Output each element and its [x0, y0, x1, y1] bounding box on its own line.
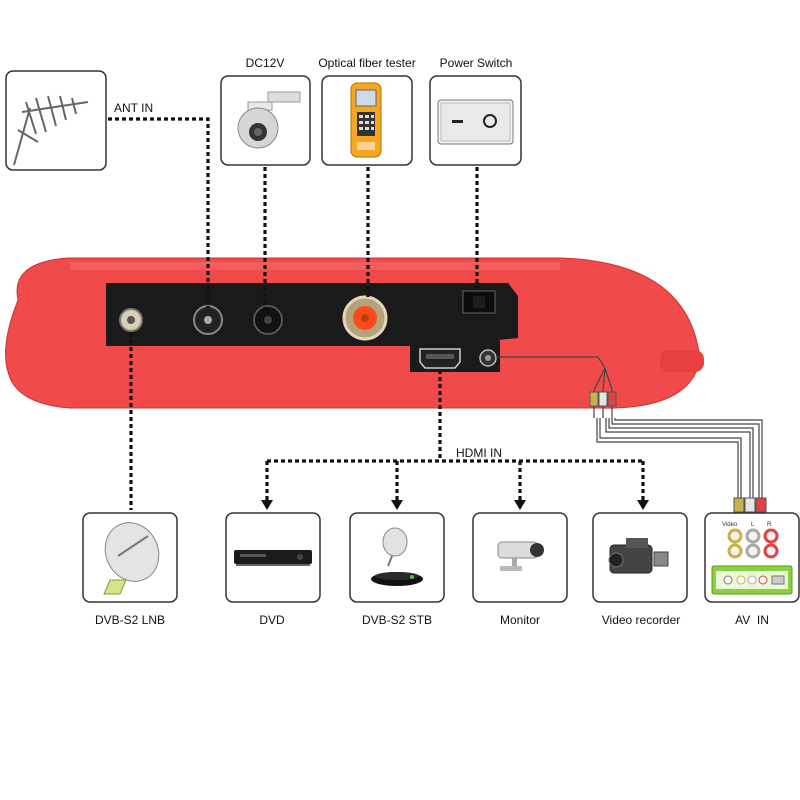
- device-side-tab: [660, 350, 704, 372]
- antenna-label: ANT IN: [114, 101, 153, 115]
- dvb-s2-stb-box: [349, 512, 445, 603]
- dvb-s2-stb-label: DVB-S2 STB: [362, 613, 432, 627]
- camcorder-icon: [608, 538, 669, 574]
- av-connector-panel-icon: Video L R: [711, 522, 793, 595]
- power-switch-icon: [437, 99, 514, 145]
- optical-fiber-tester-label: Optical fiber tester: [318, 56, 415, 70]
- av-plugs-device-side: [589, 391, 617, 407]
- dc12v-connector: [253, 305, 283, 335]
- optical-fiber-tester-icon: [350, 82, 382, 158]
- dvd-label: DVD: [259, 613, 285, 627]
- hdmi-in-label: HDMI IN: [456, 446, 502, 460]
- satellite-dish-icon: [103, 522, 160, 595]
- optical-fiber-connector: [342, 295, 388, 341]
- hdmi-port: [419, 348, 461, 369]
- dvb-s2-lnb-label: DVB-S2 LNB: [95, 613, 165, 627]
- video-recorder-label: Video recorder: [602, 613, 681, 627]
- power-switch-label: Power Switch: [440, 56, 513, 70]
- power-switch-on-device: [462, 290, 496, 314]
- hdmi-arrowheads: [261, 500, 649, 510]
- antenna-icon: [13, 95, 89, 166]
- av-in-label: AV IN: [735, 613, 769, 627]
- set-top-box-icon: [371, 527, 423, 586]
- av-plugs-panel-side: [733, 497, 767, 513]
- cctv-camera-icon: [237, 91, 301, 149]
- antenna-line: [108, 117, 210, 308]
- security-camera-icon: [497, 541, 544, 571]
- dc12v-label: DC12V: [246, 56, 285, 70]
- antenna-connector: [193, 305, 223, 335]
- antenna-box: [5, 70, 107, 171]
- av-cable: [496, 356, 763, 500]
- av-left-label: L: [751, 522, 755, 528]
- av-video-label: Video: [722, 522, 738, 528]
- dashed-connections: [108, 117, 645, 510]
- av-right-label: R: [767, 522, 772, 528]
- monitor-label: Monitor: [500, 613, 540, 627]
- lnb-f-connector: [119, 308, 143, 332]
- dvd-player-icon: [234, 550, 312, 566]
- av-jack: [479, 349, 497, 367]
